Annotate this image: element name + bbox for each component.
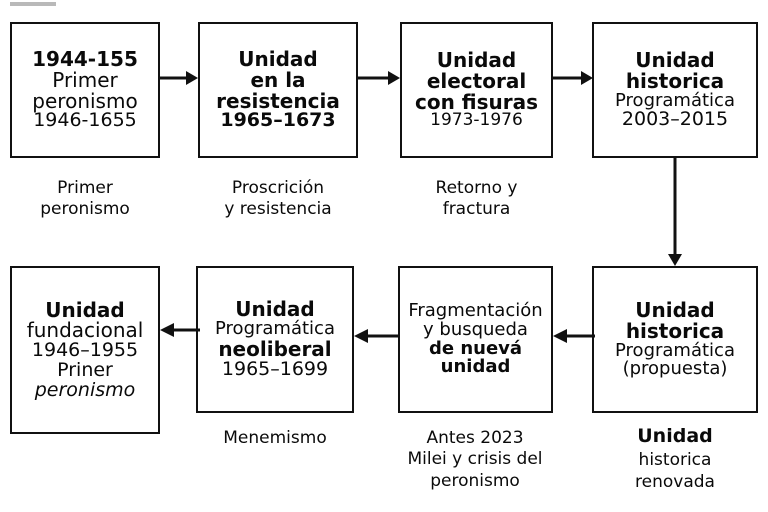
box-line: resistencia	[216, 88, 340, 113]
caption-line: Primer	[57, 178, 113, 198]
box-line: 1946–1955	[31, 339, 139, 362]
caption-line: peronismo	[430, 470, 520, 491]
box-line: Fragmentación	[408, 300, 543, 322]
box-unidad-neoliberal[interactable]: Unidad Programática neoliberal 1965–1699	[196, 266, 354, 413]
arrow-box6-to-box7	[352, 326, 400, 346]
caption-antes-2023: Antes 2023 Milei y crisis del peronismo	[390, 428, 560, 492]
box-line: Unidad	[436, 47, 517, 72]
caption-unidad-renovada: Unidad historica renovada	[592, 424, 758, 493]
caption-line: historica	[638, 449, 712, 470]
caption-line: Menemismo	[223, 428, 327, 448]
box-line: electoral	[426, 68, 527, 93]
box-line: peronismo	[34, 378, 136, 401]
box-line: neoliberal	[218, 336, 332, 361]
box-line: historica	[625, 68, 725, 93]
box-line: Primer	[52, 67, 118, 92]
caption-primer-peronismo: Primer peronismo	[10, 178, 160, 221]
box-unidad-historica-programatica[interactable]: Unidad historica Programática 2003–2015	[592, 22, 758, 158]
box-line: en la	[250, 67, 306, 92]
box-line: Unidad	[45, 297, 125, 322]
caption-line: Proscrición	[231, 178, 325, 198]
box-line: Unidad	[235, 297, 315, 322]
box-line: (propuesta)	[622, 358, 728, 380]
arrow-box4-to-box5	[665, 158, 685, 268]
scan-artifact-line	[10, 2, 56, 6]
arrow-box5-to-box6	[551, 326, 595, 346]
box-line: y busqueda	[423, 318, 528, 340]
caption-retorno: Retorno y fractura	[400, 178, 553, 221]
caption-proscricion: Proscrición y resistencia	[198, 178, 358, 221]
box-line: Programática	[615, 89, 735, 111]
box-unidad-fundacional[interactable]: Unidad fundacional 1946–1955 Priner pero…	[10, 266, 160, 434]
box-line: Programática	[215, 318, 335, 340]
box-unidad-historica-propuesta[interactable]: Unidad historica Programática (propuesta…	[592, 266, 758, 413]
arrow-box1-to-box2	[160, 68, 200, 88]
caption-line: renovada	[635, 471, 715, 492]
box-line: con fisuras	[414, 89, 539, 114]
box-line: 1944-155	[32, 46, 138, 71]
box-line: Unidad	[635, 297, 715, 322]
box-unidad-resistencia[interactable]: Unidad en la resistencia 1965–1673	[198, 22, 358, 158]
box-line: Priner	[57, 358, 113, 381]
box-line: de nuevá	[428, 337, 523, 359]
box-line: Unidad	[635, 47, 715, 72]
box-line: 1965–1699	[221, 357, 329, 380]
box-unidad-electoral[interactable]: Unidad electoral con fisuras 1973-1976	[400, 22, 553, 158]
caption-menemismo: Menemismo	[196, 428, 354, 449]
caption-line: Antes 2023	[426, 428, 524, 448]
box-fragmentacion[interactable]: Fragmentación y busqueda de nuevá unidad	[398, 266, 553, 413]
box-line: historica	[625, 318, 725, 343]
box-line: 1973-1976	[430, 110, 523, 131]
caption-line: fractura	[442, 199, 511, 220]
box-line: 1946-1655	[33, 109, 137, 132]
arrow-box7-to-box8	[158, 320, 200, 340]
box-line: 2003–2015	[621, 108, 729, 131]
box-line: Unidad	[238, 46, 318, 71]
caption-line: Unidad	[637, 425, 713, 447]
box-line: 1965–1673	[220, 109, 336, 132]
box-line: fundacional	[26, 318, 144, 343]
box-line: peronismo	[32, 88, 138, 113]
arrow-box3-to-box4	[553, 68, 595, 88]
box-1944-155[interactable]: 1944-155 Primer peronismo 1946-1655	[10, 22, 160, 158]
caption-line: peronismo	[40, 199, 130, 220]
arrow-box2-to-box3	[358, 68, 402, 88]
box-line: unidad	[440, 356, 511, 378]
caption-line: Retorno y	[435, 178, 518, 198]
caption-line: y resistencia	[224, 199, 332, 220]
box-line: Programática	[615, 339, 735, 361]
caption-line: Milei y crisis del	[407, 449, 543, 470]
